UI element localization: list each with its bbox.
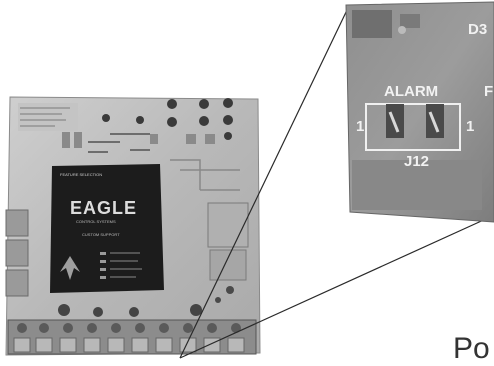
label-header: FEATURE SELECTION <box>60 172 102 177</box>
logo-eagle: EAGLE <box>70 198 137 218</box>
j12-label: J12 <box>404 153 429 170</box>
zoom-inset: D3 ALARM F 1 1 J12 <box>345 1 494 223</box>
caption-fragment: Po <box>453 332 490 365</box>
alarm-label: ALARM <box>384 83 438 100</box>
pin-one-left: 1 <box>356 118 364 135</box>
pin-one-right: 1 <box>466 118 474 135</box>
product-label: FEATURE SELECTION EAGLE CONTROL SYSTEMS … <box>50 164 164 293</box>
d3-label: D3 <box>468 21 487 38</box>
jumper-pins <box>386 104 444 138</box>
logo-subtitle: CONTROL SYSTEMS <box>76 219 116 224</box>
label-subtext: CUSTOM SUPPORT <box>82 232 120 237</box>
callout-lines <box>179 7 489 359</box>
jumper-outline <box>365 103 461 151</box>
eagle-emblem-icon <box>60 256 80 280</box>
f-label: F <box>484 83 493 100</box>
